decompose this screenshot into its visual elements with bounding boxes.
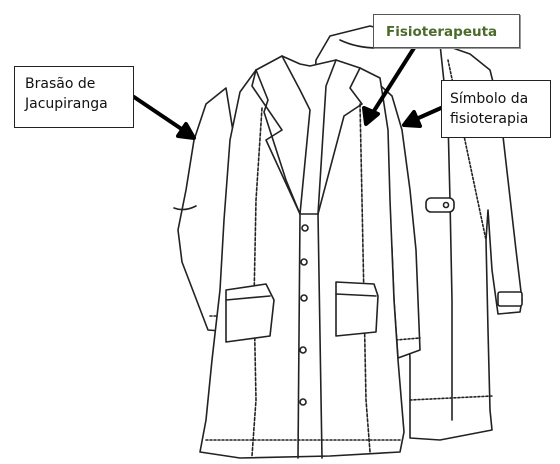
label-simbolo-line1: Símbolo da	[450, 91, 529, 107]
label-brasao-line1: Brasão de	[25, 76, 96, 92]
label-simbolo-da-fisioterapia: Símbolo da fisioterapia	[441, 80, 551, 138]
label-fisio-text: Fisioterapeuta	[386, 24, 498, 40]
label-fisioterapeuta: Fisioterapeuta	[373, 14, 520, 48]
arrow-fisio-head	[362, 106, 380, 126]
label-brasao-de-jacupiranga: Brasão de Jacupiranga	[14, 66, 134, 128]
arrow-brasao-line	[132, 95, 188, 134]
arrow-fisio-line	[370, 46, 416, 116]
arrow-simbolo-head	[402, 110, 422, 128]
lab-coat-front-drawing	[173, 55, 421, 459]
label-simbolo-line2: fisioterapia	[450, 111, 529, 127]
arrow-pointer	[132, 46, 443, 140]
arrow-brasao-head	[176, 122, 196, 140]
label-brasao-line2: Jacupiranga	[25, 96, 108, 112]
